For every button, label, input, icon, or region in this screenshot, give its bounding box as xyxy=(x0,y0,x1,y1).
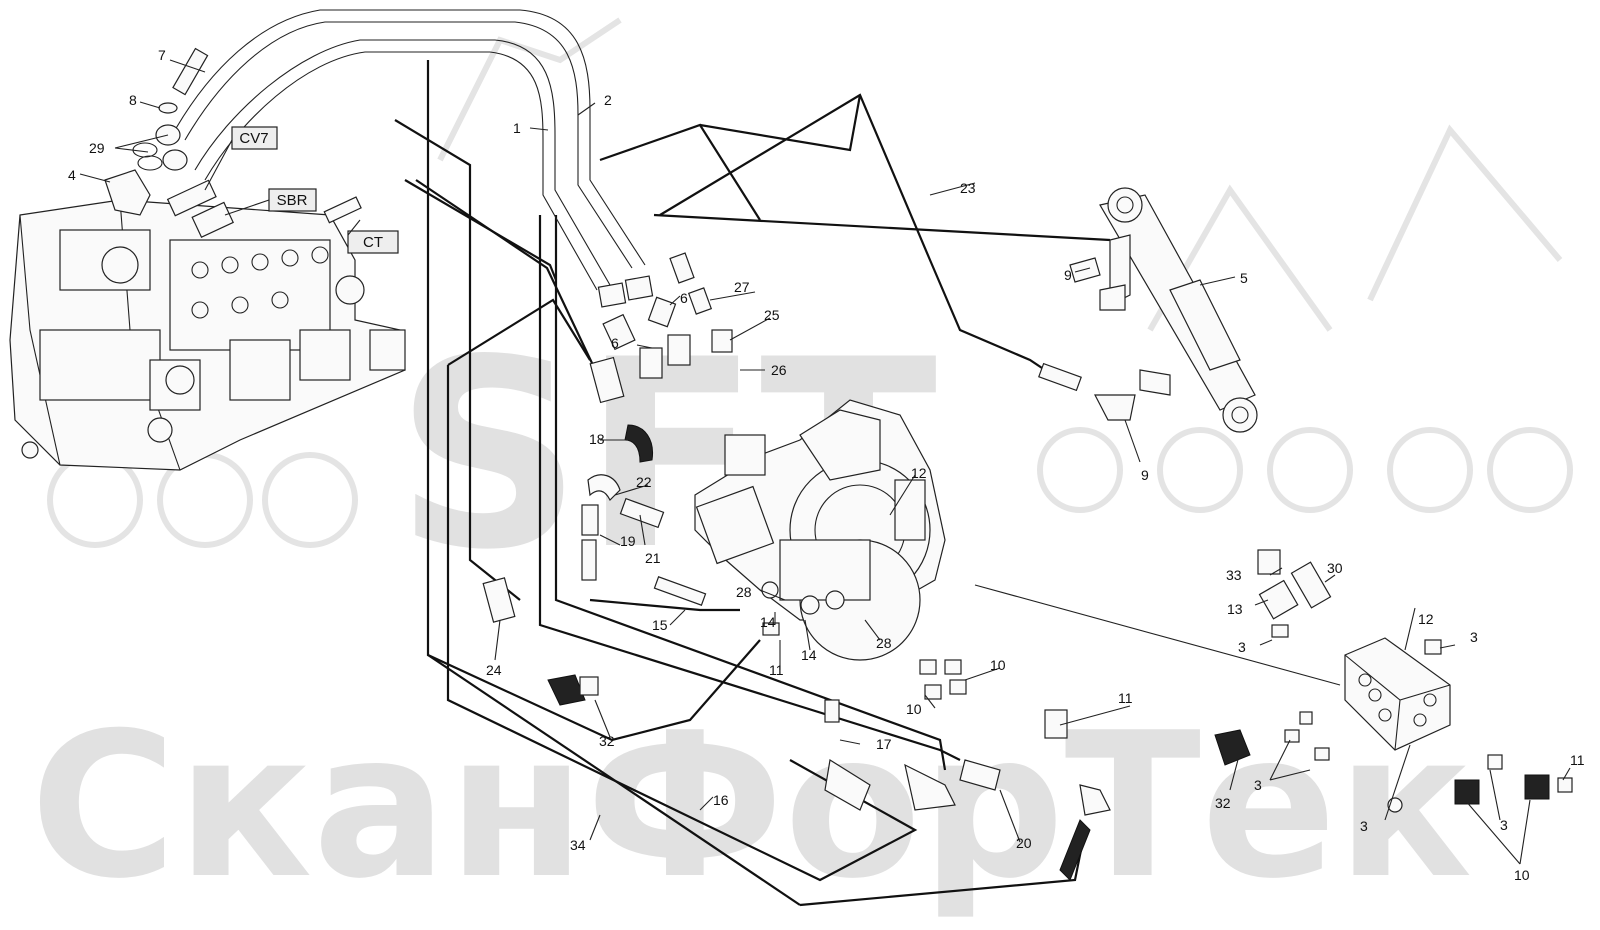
callout-1: 1 xyxy=(513,120,521,136)
callout-34: 34 xyxy=(570,837,586,853)
callout-10: 10 xyxy=(1514,867,1530,883)
callout-29: 29 xyxy=(89,140,105,156)
callout-28: 28 xyxy=(876,635,892,651)
callout-16: 16 xyxy=(713,792,729,808)
svg-text:CV7: CV7 xyxy=(239,130,268,147)
callout-17: 17 xyxy=(876,736,892,752)
boxed-labels: CV7 SBR CT xyxy=(204,126,399,254)
callout-5: 5 xyxy=(1240,270,1248,286)
callout-6: 6 xyxy=(680,290,688,306)
callout-15: 15 xyxy=(652,617,668,633)
callout-30: 30 xyxy=(1327,560,1343,576)
callout-8: 8 xyxy=(129,92,137,108)
callout-14: 14 xyxy=(801,647,817,663)
callout-20: 20 xyxy=(1016,835,1032,851)
callout-7: 7 xyxy=(158,47,166,63)
callout-13: 13 xyxy=(1227,601,1243,617)
hose-lines xyxy=(394,60,1111,907)
hydraulic-cylinder-icon xyxy=(1038,187,1258,433)
callout-28: 28 xyxy=(736,584,752,600)
svg-text:CT: CT xyxy=(363,234,383,251)
callout-10: 10 xyxy=(906,701,922,717)
watermark-text: СканФорТек xyxy=(30,690,1472,923)
callout-12: 12 xyxy=(911,465,927,481)
callout-21: 21 xyxy=(645,550,661,566)
callout-11: 11 xyxy=(1570,752,1585,768)
callout-3: 3 xyxy=(1238,639,1246,655)
callout-10: 10 xyxy=(990,657,1006,673)
callout-11: 11 xyxy=(769,662,784,678)
pump-icon xyxy=(694,399,946,661)
pump-fittings xyxy=(482,252,1111,881)
callout-22: 22 xyxy=(636,474,652,490)
callout-26: 26 xyxy=(771,362,787,378)
control-valve-icon xyxy=(9,199,406,471)
callout-3: 3 xyxy=(1360,818,1368,834)
label-ct: CT xyxy=(347,219,399,254)
callout-12: 12 xyxy=(1418,611,1434,627)
callout-24: 24 xyxy=(486,662,502,678)
callout-2: 2 xyxy=(604,92,612,108)
callout-3: 3 xyxy=(1500,817,1508,833)
callout-11: 11 xyxy=(1118,690,1133,706)
callout-23: 23 xyxy=(960,180,976,196)
callout-14: 14 xyxy=(760,614,776,630)
leader-lines xyxy=(79,59,1571,865)
callout-6: 6 xyxy=(611,335,619,351)
callout-9: 9 xyxy=(1141,467,1149,483)
callout-19: 19 xyxy=(620,533,636,549)
callouts: 7 8 29 4 1 2 23 9 5 9 27 6 6 25 26 18 22… xyxy=(68,47,1585,883)
svg-text:SBR: SBR xyxy=(277,192,308,209)
callout-25: 25 xyxy=(764,307,780,323)
callout-32: 32 xyxy=(599,733,615,749)
callout-32: 32 xyxy=(1215,795,1231,811)
hose-1-2 xyxy=(174,9,646,291)
callout-3: 3 xyxy=(1470,629,1478,645)
watermark: SFT СканФорТек xyxy=(30,17,1573,923)
callout-3: 3 xyxy=(1254,777,1262,793)
fittings-upper-left xyxy=(104,47,362,239)
callout-33: 33 xyxy=(1226,567,1242,583)
callout-18: 18 xyxy=(589,431,605,447)
callout-9: 9 xyxy=(1064,267,1072,283)
manifold-block-icon xyxy=(974,549,1573,813)
label-sbr: SBR xyxy=(224,188,317,216)
label-cv7: CV7 xyxy=(204,126,278,191)
callout-4: 4 xyxy=(68,167,76,183)
callout-27: 27 xyxy=(734,279,750,295)
